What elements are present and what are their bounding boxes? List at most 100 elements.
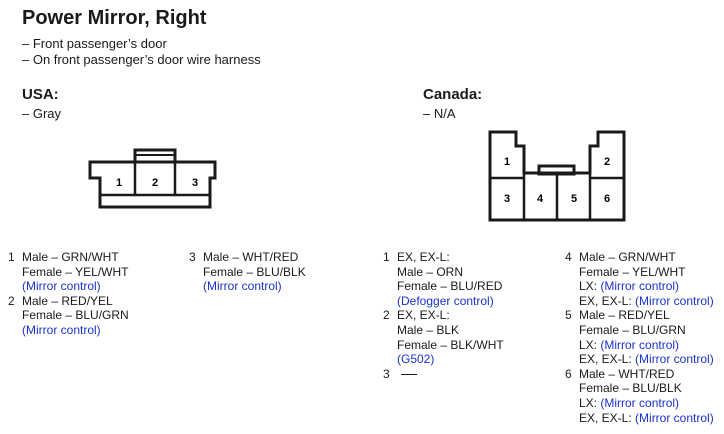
- unused-pin-dash: [401, 373, 417, 375]
- pin-number: 4: [565, 250, 572, 264]
- pin-line: Male – RED/YEL: [22, 294, 129, 309]
- pin-line-text: Male – GRN/WHT: [579, 250, 676, 264]
- pin-line-text: Male – BLK: [397, 322, 460, 337]
- pin-line: Female – BLU/RED: [397, 279, 504, 294]
- circuit-function: (Mirror control): [600, 337, 680, 352]
- pin-line: Male – WHT/RED: [579, 367, 714, 382]
- pin-line: EX, EX-L: (Mirror control): [579, 411, 714, 426]
- pin-line: (Mirror control): [203, 279, 306, 294]
- pin-line-text: Female – BLU/BLK: [579, 381, 682, 396]
- pin-number: 1: [8, 250, 15, 264]
- pin-line: Male – WHT/RED: [203, 250, 306, 265]
- canada-connector-color: – N/A: [423, 106, 456, 121]
- pin-line-text: EX, EX-L:: [579, 293, 636, 308]
- canada-connector-latch: [537, 164, 576, 176]
- circuit-function: (Mirror control): [635, 352, 714, 367]
- pin-line-text: Female – YEL/WHT: [579, 264, 686, 279]
- circuit-function: (G502): [397, 352, 435, 367]
- usa-cavity-2: 2: [152, 177, 158, 189]
- pin-line: EX, EX-L: (Mirror control): [579, 294, 714, 309]
- pin-number: 1: [383, 250, 390, 264]
- pin-number: 6: [565, 366, 572, 381]
- pin-line-text: Male – RED/YEL: [579, 308, 670, 323]
- usa-heading: USA:: [22, 86, 59, 103]
- pin-line-text: Male – ORN: [397, 264, 464, 279]
- canada-heading: Canada:: [423, 86, 483, 103]
- pin-number: 2: [383, 308, 390, 323]
- pin-line: Female – BLU/BLK: [203, 265, 306, 280]
- circuit-function: (Mirror control): [203, 279, 282, 294]
- pin-line-text: Female – BLU/BLK: [203, 264, 306, 279]
- pin-line-text: Male – GRN/WHT: [22, 250, 119, 264]
- location-line-1: – Front passenger’s door: [22, 36, 167, 51]
- usa-cavity-1: 1: [116, 177, 122, 189]
- canada-cavity-5: 5: [571, 193, 577, 205]
- pin-line-text: EX, EX-L:: [397, 308, 450, 323]
- canada-cavity-3: 3: [504, 193, 510, 205]
- pin-number: 3: [383, 366, 390, 381]
- pin-line: EX, EX-L:: [397, 250, 504, 265]
- pin-line: Male – ORN: [397, 265, 504, 280]
- circuit-function: (Mirror control): [635, 293, 714, 308]
- circuit-function: (Mirror control): [22, 279, 101, 294]
- pin-line: LX: (Mirror control): [579, 279, 714, 294]
- canada-cavity-2: 2: [604, 156, 610, 168]
- pin-line-text: Male – WHT/RED: [579, 366, 675, 381]
- canada-cavity-4: 4: [537, 193, 544, 205]
- location-line-2: – On front passenger’s door wire harness: [22, 52, 261, 67]
- pin-number: 2: [8, 293, 15, 308]
- usa-connector-diagram: 1 2 3: [88, 148, 217, 209]
- pin-line: Female – YEL/WHT: [579, 265, 714, 280]
- pin-line: EX, EX-L: (Mirror control): [579, 352, 714, 367]
- pin-line: EX, EX-L:: [397, 308, 504, 323]
- page-title: Power Mirror, Right: [22, 7, 207, 29]
- canada-cavity-1: 1: [504, 156, 510, 168]
- circuit-function: (Mirror control): [600, 279, 680, 294]
- pin-line-text: LX:: [579, 337, 601, 352]
- pin-line-text: Female – BLU/GRN: [579, 322, 686, 337]
- circuit-function: (Mirror control): [22, 322, 101, 337]
- pin-line: (G502): [397, 352, 504, 367]
- pin-line: Female – BLU/GRN: [22, 308, 129, 323]
- pin-line-text: Female – BLU/RED: [397, 279, 503, 294]
- canada-connector-diagram: 1 2 3 4 5 6: [488, 130, 626, 222]
- pin-line: Male – GRN/WHT: [579, 250, 714, 265]
- pin-line-text: EX, EX-L:: [579, 352, 636, 367]
- pin-line: Female – BLU/GRN: [579, 323, 714, 338]
- usa-connector-housing: [88, 160, 217, 209]
- pin-line-text: EX, EX-L:: [579, 410, 636, 425]
- pin-line: (Mirror control): [22, 279, 129, 294]
- pin-line: Female – YEL/WHT: [22, 265, 129, 280]
- canada-cavity-6: 6: [604, 193, 610, 205]
- pin-line-text: Female – BLK/WHT: [397, 337, 504, 352]
- pin-number: 3: [189, 250, 196, 264]
- pin-line-text: LX:: [579, 395, 601, 410]
- circuit-function: (Mirror control): [635, 410, 714, 425]
- usa-cavity-3: 3: [192, 177, 198, 189]
- pin-line: Male – BLK: [397, 323, 504, 338]
- pin-line-text: EX, EX-L:: [397, 250, 450, 264]
- pin-line-text: Male – RED/YEL: [22, 293, 113, 308]
- pin-entry: 3: [383, 367, 504, 382]
- pin-line: Female – BLK/WHT: [397, 338, 504, 353]
- circuit-function: (Defogger control): [397, 293, 494, 308]
- pin-line: (Defogger control): [397, 294, 504, 309]
- pin-line: Female – BLU/BLK: [579, 381, 714, 396]
- pin-line-text: Female – YEL/WHT: [22, 264, 129, 279]
- pin-number: 5: [565, 308, 572, 323]
- pin-line-text: Male – WHT/RED: [203, 250, 299, 264]
- pin-line-text: LX:: [579, 279, 601, 294]
- pin-line: Male – RED/YEL: [579, 308, 714, 323]
- pin-line: LX: (Mirror control): [579, 396, 714, 411]
